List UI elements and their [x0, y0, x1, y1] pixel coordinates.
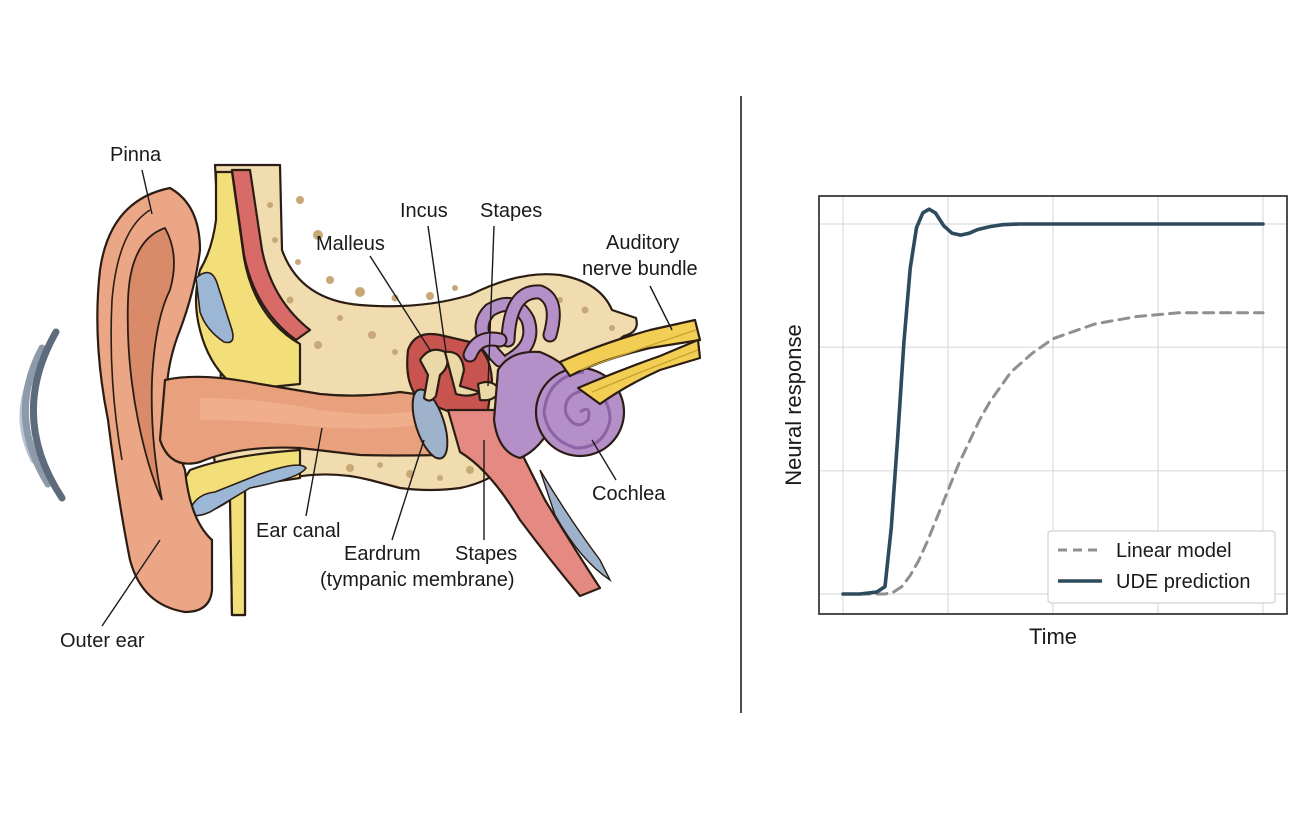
label-eardrum: Eardrum	[344, 543, 421, 565]
label-ear-canal: Ear canal	[256, 520, 341, 542]
eustachian-tube	[446, 408, 602, 598]
label-pinna: Pinna	[110, 144, 162, 166]
label-leader-lines	[101, 169, 673, 627]
sound-waves-icon	[19, 328, 66, 502]
ossicles	[418, 348, 502, 402]
label-eardrum-sub: (tympanic membrane)	[320, 569, 515, 591]
legend-box	[1047, 530, 1276, 604]
plot-frame	[818, 195, 1288, 615]
pinna-shape	[96, 186, 214, 614]
label-stapes-bottom: Stapes	[455, 543, 517, 565]
series-line-ude-prediction	[841, 207, 1265, 596]
anatomy-labels: Pinna Outer ear Ear canal Malleus Incus …	[60, 144, 698, 652]
legend-label-ude: UDE prediction	[1116, 571, 1251, 593]
x-axis-label: Time	[1029, 624, 1077, 649]
response-chart: Time Neural response Linear model UDE pr…	[781, 195, 1288, 649]
y-axis-label: Neural response	[781, 324, 806, 485]
label-auditory: Auditory	[606, 232, 679, 254]
label-incus: Incus	[400, 200, 448, 222]
auditory-nerve	[558, 318, 702, 406]
bone-texture	[267, 196, 615, 481]
ear-anatomy-diagram: Pinna Outer ear Ear canal Malleus Incus …	[19, 144, 702, 652]
label-cochlea: Cochlea	[592, 483, 666, 505]
label-stapes-top: Stapes	[480, 200, 542, 222]
series-line-linear-model	[841, 311, 1265, 596]
eardrum-shape	[411, 388, 449, 460]
label-outer-ear: Outer ear	[60, 630, 145, 652]
chart-legend: Linear model UDE prediction	[1047, 530, 1276, 604]
chart-series	[841, 207, 1265, 596]
label-nerve-bundle: nerve bundle	[582, 258, 698, 280]
label-malleus: Malleus	[316, 233, 385, 255]
legend-label-linear: Linear model	[1116, 540, 1232, 562]
